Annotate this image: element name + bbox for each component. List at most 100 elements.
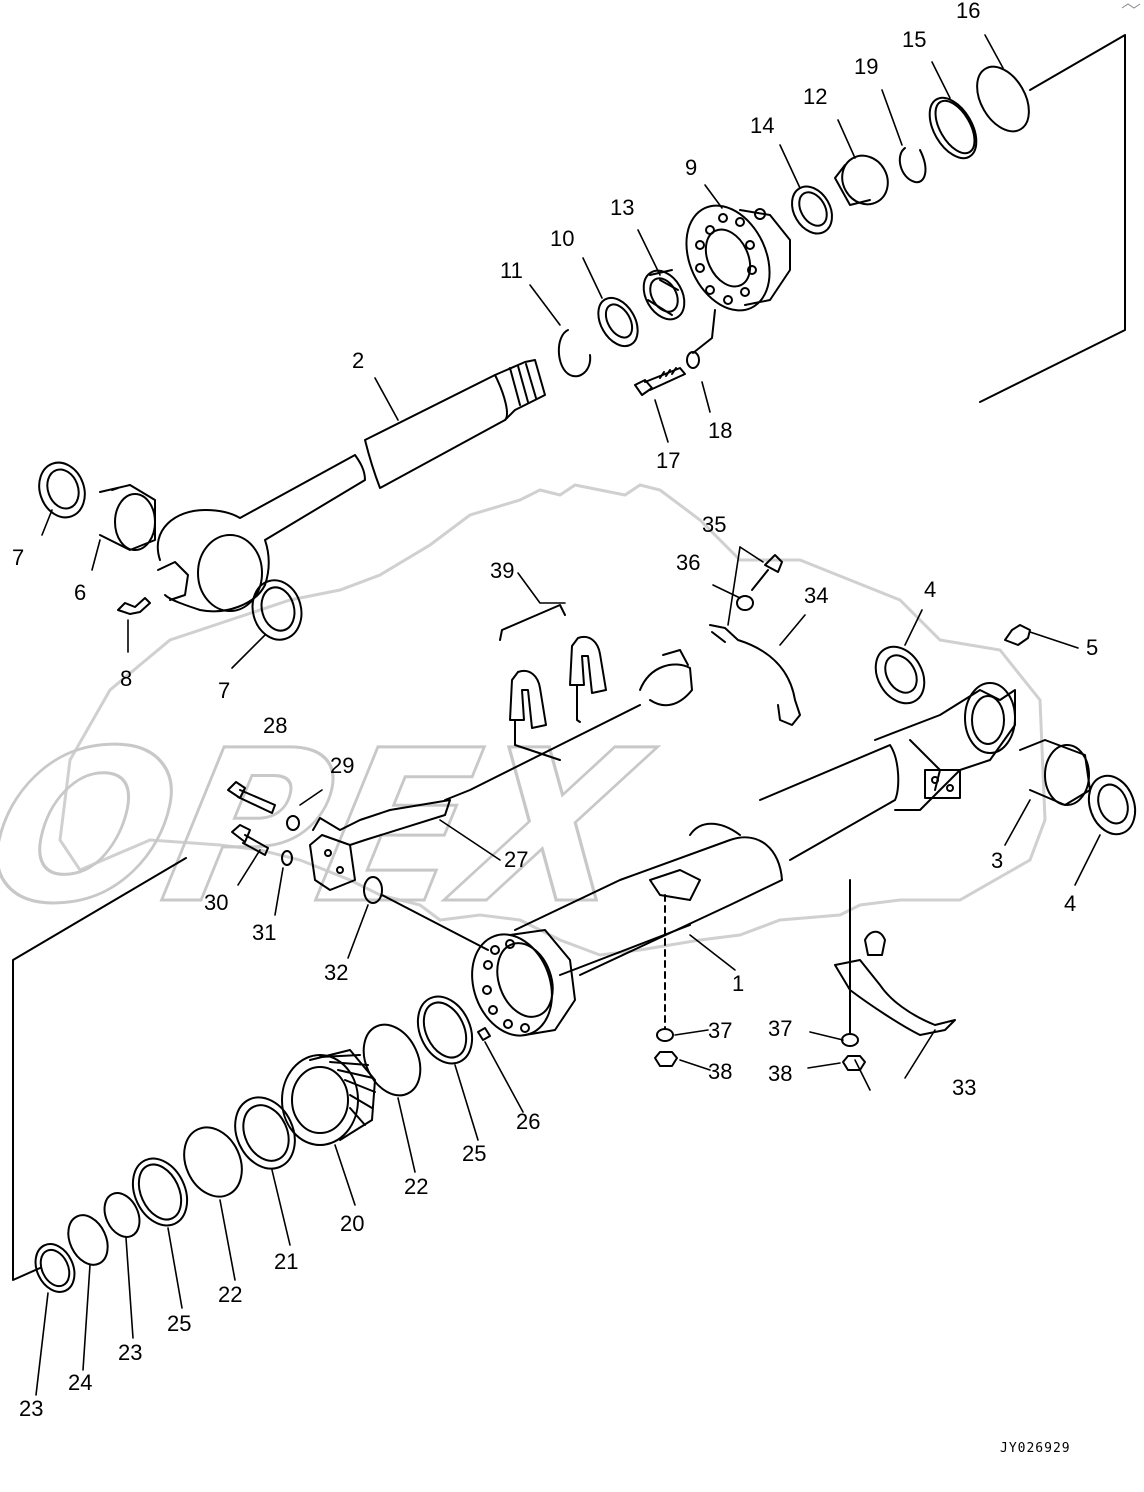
callout-22-lower: 22 — [218, 1282, 242, 1307]
part-12-bushing — [841, 154, 889, 206]
part-1-flange — [471, 929, 576, 1037]
part-7-inner-lower — [260, 586, 296, 632]
part-15-inner — [934, 99, 976, 155]
callout-16: 16 — [956, 0, 980, 23]
callout-18: 18 — [708, 418, 732, 443]
part-25-ring-lower — [131, 1157, 189, 1227]
callout-25-lower: 25 — [167, 1311, 191, 1336]
callout-39: 39 — [490, 558, 514, 583]
callout-23-lower: 23 — [19, 1396, 43, 1421]
part-4-inner-lower — [1097, 783, 1129, 825]
callout-29: 29 — [330, 753, 354, 778]
part-27-tube — [309, 649, 693, 891]
part-8-grease-fitting — [117, 597, 151, 615]
part-24-ring — [67, 1214, 109, 1266]
part-32-o-ring — [363, 876, 383, 904]
callout-17: 17 — [656, 448, 680, 473]
part-37-washer-left — [656, 1028, 674, 1042]
part-11-snap-ring — [557, 329, 592, 378]
callout-7-upper: 7 — [12, 545, 24, 570]
part-22-ring-lower — [183, 1126, 243, 1198]
callout-7-lower: 7 — [218, 678, 230, 703]
part-31-washer — [281, 850, 293, 866]
callout-22-upper: 22 — [404, 1174, 428, 1199]
callout-4-lower: 4 — [1064, 891, 1076, 916]
part-25-inner-lower — [137, 1163, 183, 1221]
part-25-inner-upper — [422, 1001, 468, 1059]
part-12-body — [834, 164, 871, 206]
callout-20: 20 — [340, 1211, 364, 1236]
part-6-bushing — [99, 484, 156, 551]
callout-35: 35 — [702, 512, 726, 537]
assembly-guide-lower — [12, 857, 187, 1281]
part-10-ring — [597, 296, 639, 348]
part-34-clamp — [709, 624, 801, 726]
callout-6: 6 — [74, 580, 86, 605]
part-32-leader-to-flange — [381, 894, 489, 951]
part-9-leader-bolt — [692, 309, 716, 354]
callout-15: 15 — [902, 27, 926, 52]
part-1-cylinder-tube — [514, 682, 1016, 976]
callout-23-upper: 23 — [118, 1340, 142, 1365]
part-30-bolt — [231, 824, 269, 856]
part-15-backup-ring — [928, 96, 978, 160]
assembly-guide-upper — [979, 34, 1126, 403]
part-39-fittings — [499, 604, 607, 761]
part-38-nut-right — [842, 1055, 866, 1071]
part-4-seal-upper — [874, 645, 926, 705]
part-36-washer — [736, 595, 754, 611]
part-26-plug — [477, 1027, 491, 1041]
callout-9: 9 — [685, 155, 697, 180]
part-13-bushing — [642, 269, 686, 321]
callout-21: 21 — [274, 1249, 298, 1274]
callouts: 16 15 19 12 14 9 13 10 11 2 18 17 7 6 8 … — [12, 0, 1098, 1421]
part-17-bolt — [634, 367, 686, 396]
watermark-gear-outline — [58, 483, 1047, 957]
callout-26: 26 — [516, 1109, 540, 1134]
callout-5: 5 — [1086, 635, 1098, 660]
callout-30: 30 — [204, 890, 228, 915]
document-id: JY026929 — [1000, 1441, 1071, 1456]
callout-28: 28 — [263, 713, 287, 738]
part-38-nut-left — [654, 1051, 678, 1067]
callout-36: 36 — [676, 550, 700, 575]
part-28-bolt — [227, 781, 276, 814]
callout-38-left: 38 — [708, 1059, 732, 1084]
callout-13: 13 — [610, 195, 634, 220]
callout-37-left: 37 — [708, 1018, 732, 1043]
part-9-cylinder-head — [685, 204, 791, 312]
part-7-inner-upper — [46, 468, 80, 510]
corner-mark — [1121, 3, 1141, 9]
callout-14: 14 — [750, 113, 774, 138]
callout-38-right: 38 — [768, 1061, 792, 1086]
part-19-snap-ring — [898, 147, 927, 184]
part-2-piston-rod — [156, 359, 546, 613]
part-23-ring-lower — [34, 1243, 76, 1293]
callout-19: 19 — [854, 54, 878, 79]
callout-31: 31 — [252, 920, 276, 945]
callout-11: 11 — [500, 258, 523, 283]
part-21-ring — [234, 1096, 296, 1170]
part-21-inner — [242, 1104, 290, 1162]
callout-37-right: 37 — [768, 1016, 792, 1041]
callout-12: 12 — [803, 84, 827, 109]
callout-3: 3 — [991, 848, 1003, 873]
part-4-inner-upper — [884, 654, 918, 694]
callout-10: 10 — [550, 226, 574, 251]
part-7-seal-lower — [251, 579, 303, 641]
part-23-inner-lower — [39, 1248, 71, 1288]
part-37-washer-right — [841, 1033, 859, 1047]
part-20-piston — [281, 1049, 376, 1146]
part-35-bolt — [751, 554, 783, 591]
part-23-ring-upper — [103, 1192, 141, 1238]
part-14-seal — [791, 185, 833, 235]
callout-27: 27 — [504, 847, 528, 872]
callout-32: 32 — [324, 960, 348, 985]
part-5-grease-fitting — [1004, 624, 1031, 646]
callout-33: 33 — [952, 1075, 976, 1100]
callout-34: 34 — [804, 583, 828, 608]
callout-2: 2 — [352, 348, 364, 373]
callout-1: 1 — [732, 971, 744, 996]
